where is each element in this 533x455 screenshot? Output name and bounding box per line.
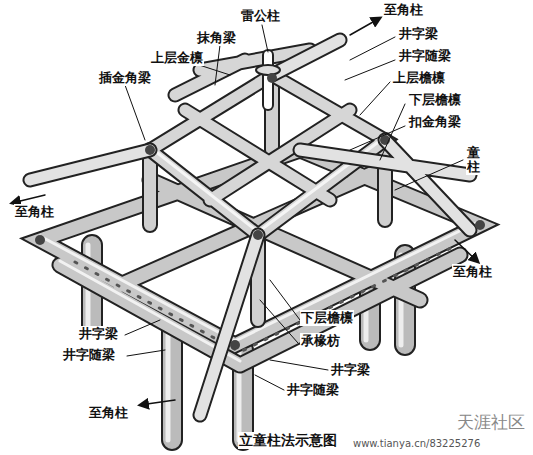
part-label: 插金角梁	[98, 70, 152, 86]
part-label: 雷公柱	[240, 8, 281, 24]
part-label: 下层檐檩	[300, 310, 354, 326]
part-label: 至角柱	[383, 2, 424, 18]
part-label: 井字梁	[78, 326, 119, 342]
watermark: www.tianya.cn/83225276	[352, 438, 481, 450]
part-label: 上层檐檩	[392, 70, 446, 86]
part-label: 下层檐檩	[408, 92, 462, 108]
part-label: 至角柱	[452, 264, 493, 280]
part-label: 童柱	[466, 146, 481, 175]
part-label: 井字随梁	[62, 347, 116, 363]
corner-beams	[30, 40, 470, 415]
thunder-column	[256, 55, 280, 105]
part-label: 抹角梁	[196, 30, 237, 46]
part-label: 井字随梁	[286, 382, 340, 398]
part-label: 至角柱	[88, 405, 129, 421]
part-label: 井字梁	[398, 26, 439, 42]
joint-pegs	[35, 73, 485, 350]
leader-lines	[125, 25, 463, 390]
part-label: 井字随梁	[398, 48, 452, 64]
direction-arrows	[12, 18, 478, 405]
part-label: 承椽枋	[300, 333, 341, 349]
part-label: 至角柱	[14, 204, 55, 220]
part-label: 井字梁	[330, 362, 371, 378]
figure-caption: 立童柱法示意图	[238, 432, 338, 449]
part-label: 上层金檩	[150, 50, 204, 66]
watermark: 天涯社区	[456, 412, 526, 432]
part-label: 扣金角梁	[408, 114, 462, 130]
